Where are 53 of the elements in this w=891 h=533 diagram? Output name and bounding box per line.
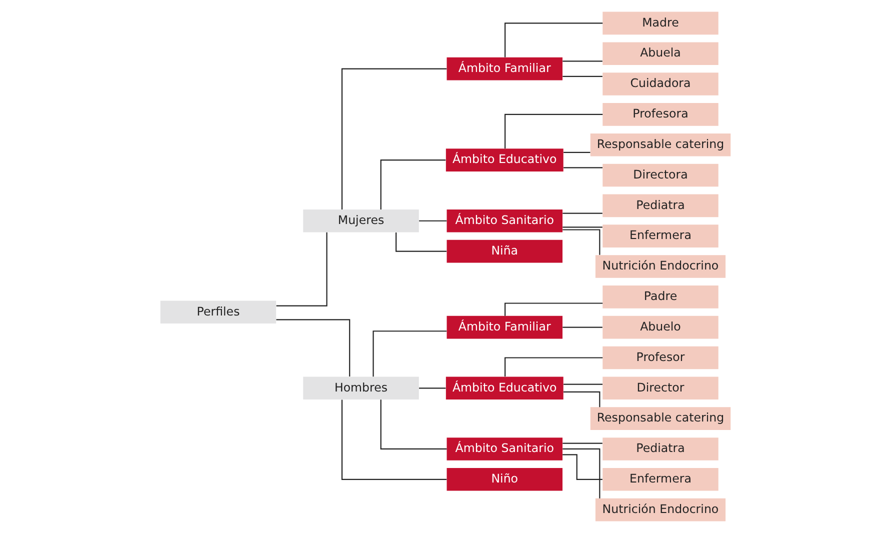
connector (341, 400, 447, 480)
connector (419, 220, 447, 222)
node-box: Directora (602, 164, 718, 187)
connector (564, 152, 590, 153)
node-box: Ámbito Sanitario (446, 438, 562, 460)
node-box: Abuela (602, 42, 718, 66)
node-box: Nutrición Endocrino (595, 255, 726, 278)
connector (562, 442, 602, 444)
node-box: Madre (602, 12, 718, 35)
node-box: Ámbito Familiar (446, 57, 562, 80)
node-box: Enfermera (602, 224, 718, 248)
connector (562, 226, 602, 228)
node-box: Ámbito Educativo (446, 148, 564, 172)
connector (380, 400, 447, 450)
connector (564, 384, 603, 385)
connector (380, 160, 446, 210)
node-box: Profesor (602, 346, 718, 370)
node-box: Pediatra (602, 194, 718, 218)
connector (562, 212, 602, 214)
node-box: Niño (446, 468, 562, 491)
node-box: Ámbito Educativo (446, 376, 564, 400)
node-box: Perfiles (160, 300, 276, 324)
connector (276, 232, 328, 306)
node-box: Ámbito Sanitario (446, 209, 562, 232)
connector (562, 326, 602, 328)
node-box: Niña (446, 240, 562, 263)
connector (341, 68, 447, 210)
connector (276, 319, 350, 377)
connector (562, 76, 602, 77)
connector (419, 388, 446, 389)
node-box: Nutrición Endocrino (595, 498, 726, 522)
node-box: Padre (602, 286, 718, 308)
connector (564, 167, 603, 168)
node-box: Abuelo (602, 316, 718, 339)
node-box: Profesora (602, 103, 718, 126)
connector (562, 60, 602, 62)
node-box: Hombres (303, 376, 419, 400)
node-box: Ámbito Familiar (446, 316, 562, 339)
connector (562, 229, 600, 255)
node-box: Director (602, 376, 718, 400)
connector (504, 22, 603, 58)
node-box: Responsable catering (590, 133, 731, 156)
connector (372, 330, 447, 377)
node-box: Cuidadora (602, 72, 718, 96)
node-box: Mujeres (303, 209, 419, 232)
connector (396, 232, 447, 252)
connector (504, 357, 603, 376)
connector (504, 114, 603, 149)
node-box: Responsable catering (590, 407, 731, 430)
node-box: Enfermera (602, 468, 718, 491)
node-box: Pediatra (602, 438, 718, 460)
connector (562, 448, 600, 498)
connector (562, 454, 602, 480)
